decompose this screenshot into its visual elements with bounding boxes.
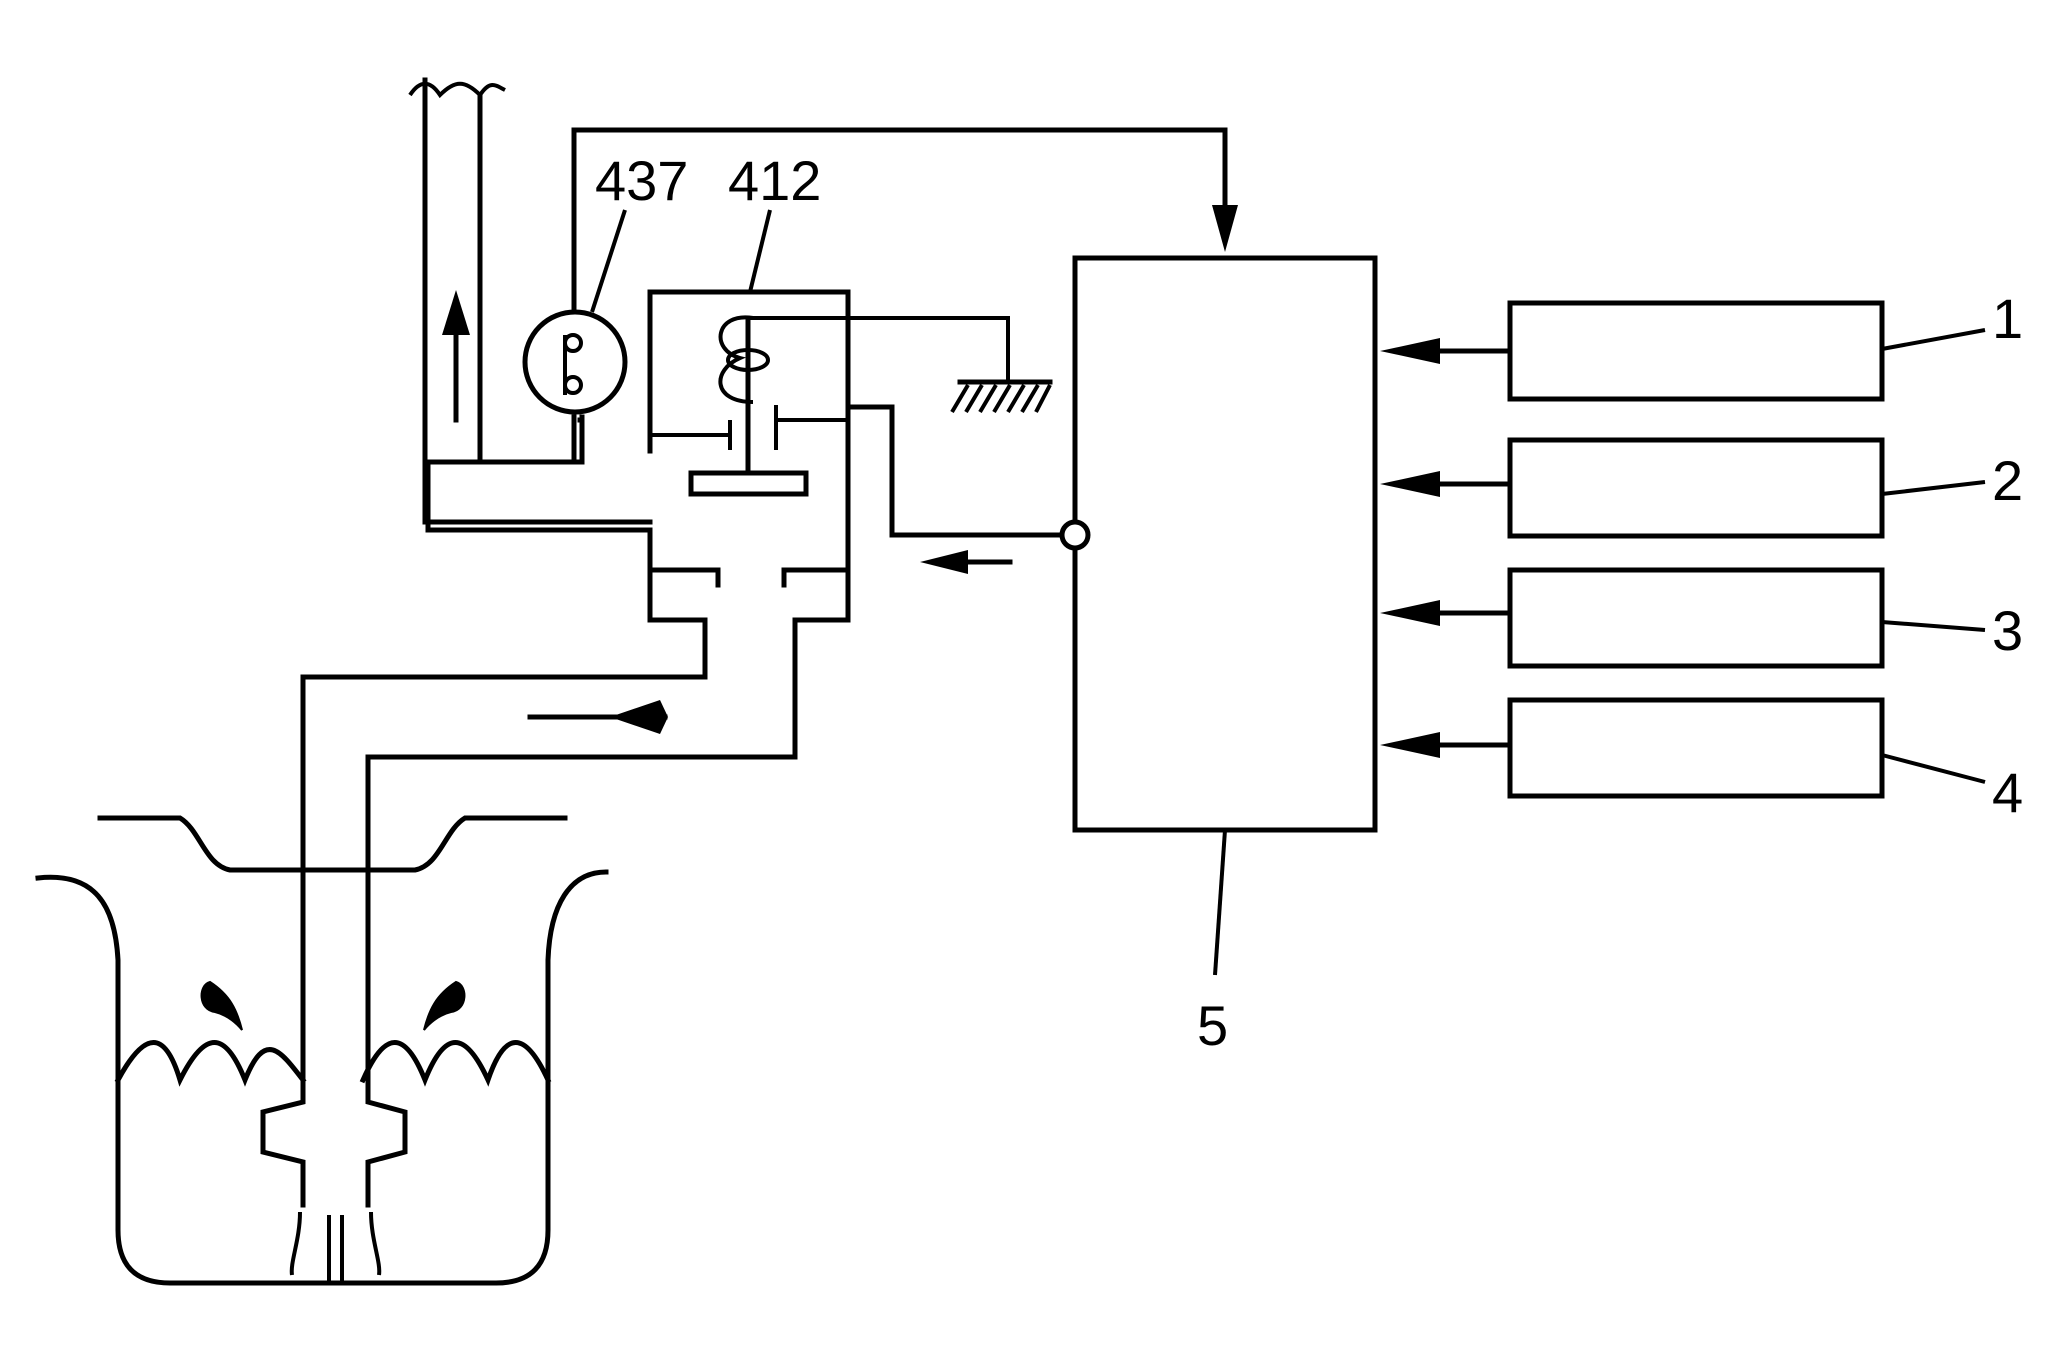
supply-flow-arrow-head bbox=[610, 700, 668, 734]
pressure-sensor bbox=[522, 127, 628, 465]
label-437-leader bbox=[590, 209, 627, 313]
sensor-signal-line bbox=[571, 127, 1228, 218]
regulator-valve bbox=[425, 315, 851, 588]
return-pipe-outer bbox=[477, 92, 523, 465]
input-unit-2 bbox=[1380, 437, 1986, 539]
label-412: 412 bbox=[728, 149, 821, 212]
return-pipe bbox=[425, 417, 585, 465]
input-unit-4 bbox=[1380, 697, 1986, 799]
label-2: 2 bbox=[1992, 449, 2023, 512]
label-5-leader bbox=[1213, 829, 1227, 976]
valve-plate bbox=[688, 470, 809, 497]
fuel-drop-left bbox=[200, 980, 243, 1031]
input-unit-3 bbox=[1380, 567, 1986, 669]
supply-pipe bbox=[300, 567, 721, 680]
label-412-leader bbox=[748, 209, 772, 293]
return-pipe-left bbox=[422, 77, 653, 525]
fuel-pump bbox=[260, 674, 408, 1283]
sensor-signal-arrow bbox=[1212, 205, 1238, 252]
solenoid-coil bbox=[718, 315, 754, 404]
input-unit-1 bbox=[1380, 300, 1986, 402]
label-3: 3 bbox=[1992, 599, 2023, 662]
control-unit bbox=[1072, 255, 1378, 833]
ground-symbol bbox=[748, 316, 1053, 414]
fuel-tank bbox=[35, 815, 609, 1286]
label-4: 4 bbox=[1992, 761, 2023, 824]
fuel-surface bbox=[114, 980, 552, 1087]
fuel-drop-right bbox=[423, 980, 466, 1031]
label-5: 5 bbox=[1197, 994, 1228, 1057]
pipe-break bbox=[408, 81, 506, 99]
control-output-line bbox=[845, 404, 1066, 538]
control-output-terminal bbox=[1059, 519, 1091, 551]
supply-pipe-inner bbox=[365, 289, 851, 760]
label-1: 1 bbox=[1992, 287, 2023, 350]
label-437: 437 bbox=[595, 149, 688, 212]
